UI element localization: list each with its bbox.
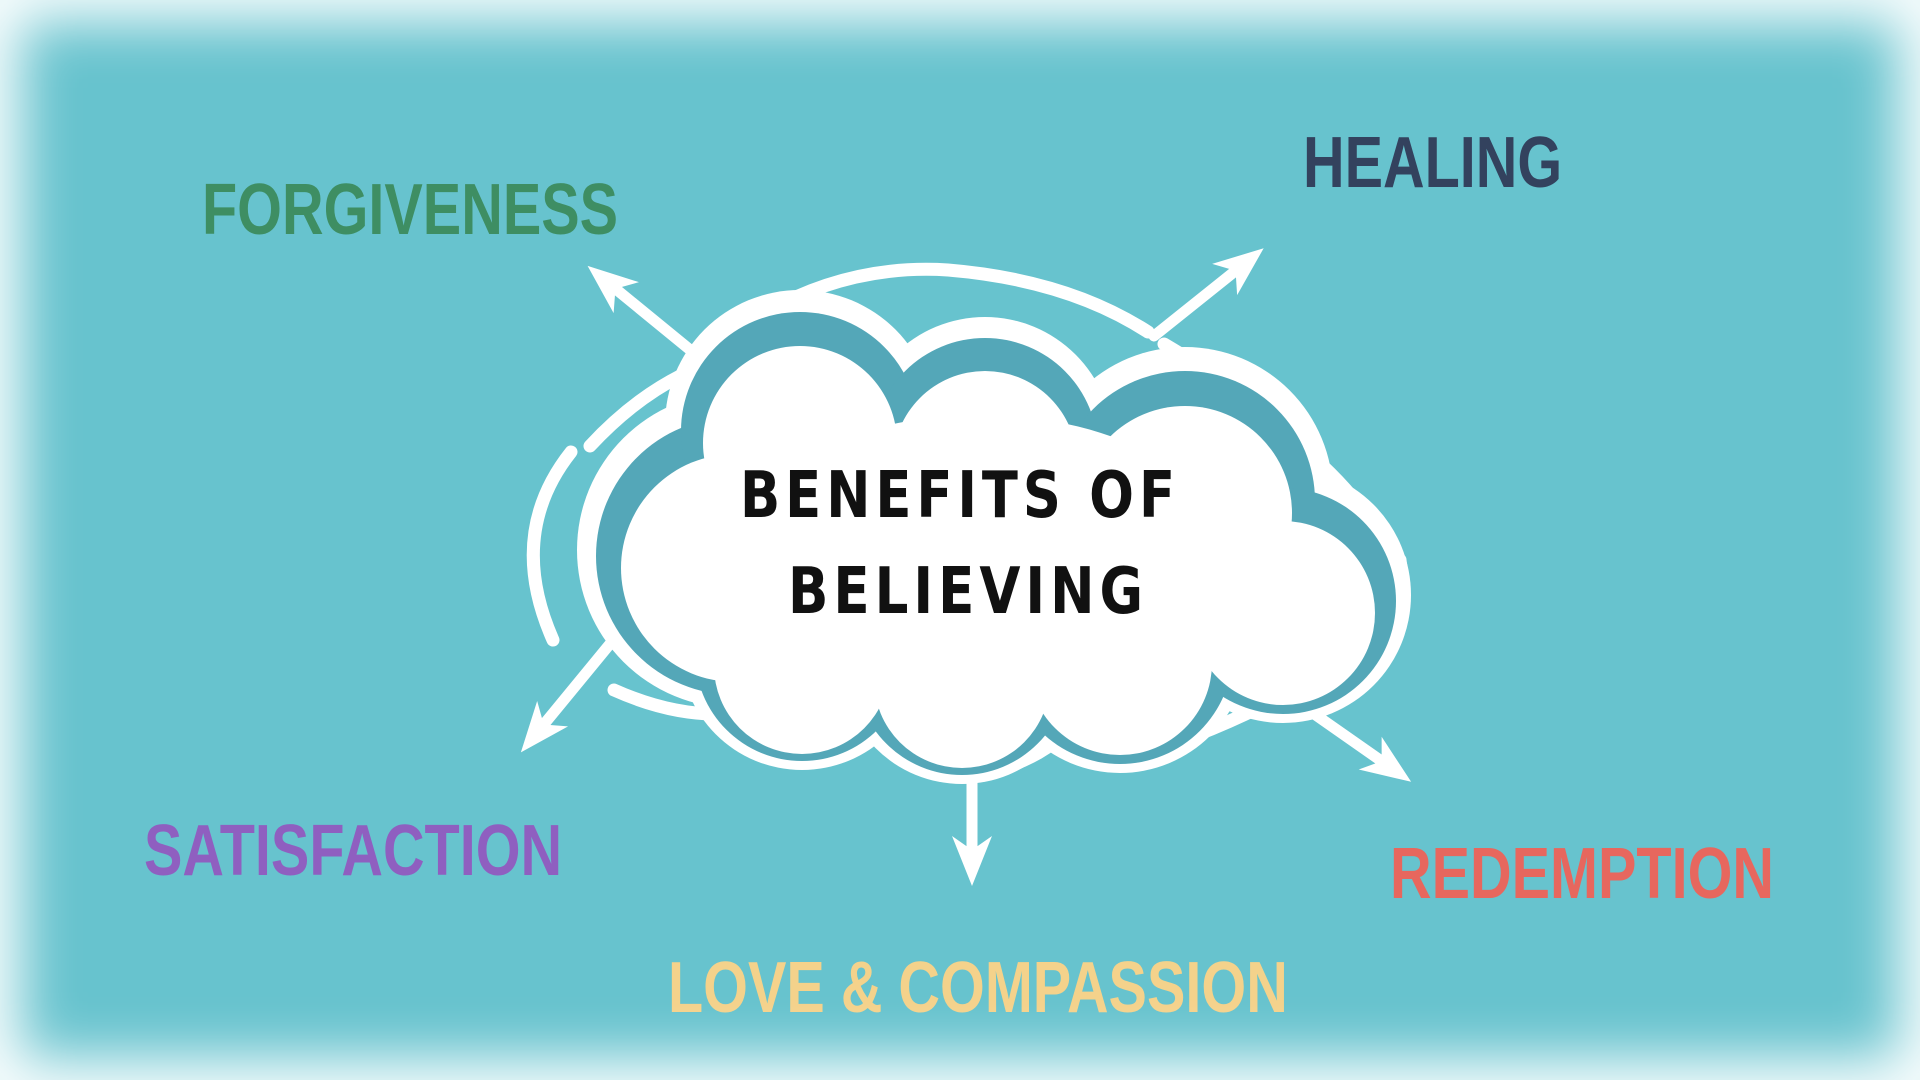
benefit-label-love-compassion: LOVE & COMPASSION [668, 948, 1288, 1028]
cloud-title: BENEFITS OF BELIEVING [740, 459, 1180, 629]
cloud-title-line1: BENEFITS OF [740, 459, 1180, 533]
cloud-title-line2: BELIEVING [788, 555, 1148, 629]
benefit-label-redemption: REDEMPTION [1390, 834, 1775, 914]
cloud-inner [621, 346, 1375, 768]
benefit-label-satisfaction: SATISFACTION [144, 811, 563, 891]
benefit-label-forgiveness: FORGIVENESS [202, 170, 619, 250]
arrow-healing [1148, 248, 1264, 342]
benefit-label-healing: HEALING [1303, 123, 1563, 203]
